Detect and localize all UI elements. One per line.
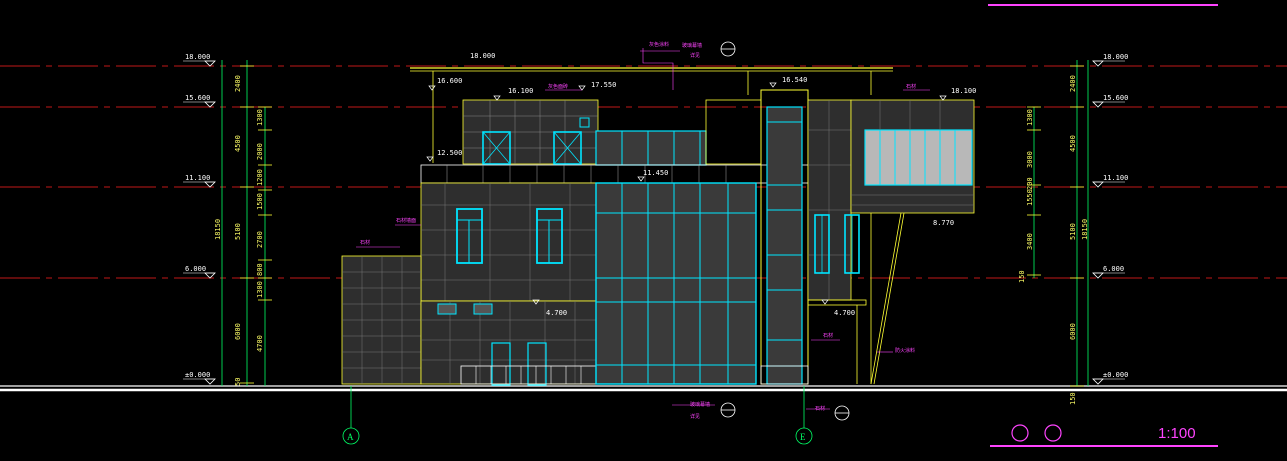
note-4: 石材 (906, 83, 916, 90)
dim-right-inner-2: 1550 (1026, 189, 1034, 206)
dim-left-inner-2: 1200 (256, 169, 264, 186)
elev-mark-9: 4.700 (546, 309, 567, 317)
title-circle-2 (1044, 424, 1062, 442)
level-left-1: 15.600 (185, 94, 210, 102)
note-3: 灰色面砖 (548, 83, 568, 90)
elev-mark-7: 11.450 (643, 169, 668, 177)
level-left-0: 18.000 (185, 53, 210, 61)
dim-left-inner-4: 2700 (256, 231, 264, 248)
dim-left-inner-7: 4700 (256, 335, 264, 352)
dim-right-inner-5: 150 (1018, 270, 1026, 283)
elev-mark-1: 18.000 (470, 52, 495, 60)
grid-axis-labels: A E (347, 432, 806, 442)
annotation-notes: 灰色涂料 玻璃幕墙 详见 灰色面砖 石材 石材墙面 石材 防火涂料 石材 玻璃幕… (360, 41, 916, 420)
mid-floor-cladding (420, 182, 597, 302)
dim-left-inner-6: 1300 (256, 281, 264, 298)
level-left-2: 11.100 (185, 174, 210, 182)
note-5: 石材墙面 (396, 217, 416, 224)
note-1: 玻璃幕墙 (682, 42, 702, 49)
dim-right-inner-1: 3000 (1026, 151, 1034, 168)
elev-mark-0: 16.600 (437, 77, 462, 85)
note-7: 防火涂料 (895, 347, 915, 354)
entrance-door-right (527, 342, 547, 386)
dim-left-inner-0: 1300 (256, 109, 264, 126)
level-right-0: 18.000 (1103, 53, 1128, 61)
elevation-marks: 16.600 18.000 16.100 17.550 16.540 18.10… (437, 52, 976, 317)
elev-mark-10: 4.700 (834, 309, 855, 317)
dimension-chain-right (1027, 60, 1089, 387)
level-labels-right: 18.000 15.600 11.100 6.000 ±0.000 (1103, 53, 1128, 379)
title-circle-1 (1011, 424, 1029, 442)
level-markers-right (1092, 60, 1125, 385)
note-0: 灰色涂料 (649, 41, 669, 48)
top-glazing (595, 130, 707, 166)
dim-right-inner-4: 3400 (1026, 233, 1034, 250)
dim-left-overall: 18150 (214, 219, 222, 240)
level-right-4: ±0.000 (1103, 371, 1128, 379)
dim-left-outer-3: 6000 (234, 323, 242, 340)
dimension-chain-left (221, 60, 272, 386)
cantilever-frosted-glazing (864, 129, 973, 186)
note-8: 石材 (823, 332, 833, 339)
dim-left-inner-1: 2000 (256, 143, 264, 160)
elev-mark-5: 18.100 (951, 87, 976, 95)
dim-right-outer-0: 2400 (1069, 75, 1077, 92)
level-left-4: ±0.000 (185, 371, 210, 379)
dim-left-inner-5: 800 (256, 263, 264, 276)
level-labels-left: 18.000 15.600 11.100 6.000 ±0.000 (185, 53, 210, 379)
dim-left-outer-4: 50 (234, 378, 242, 386)
level-left-3: 6.000 (185, 265, 206, 273)
annotation-leaders (356, 48, 930, 410)
dim-right-outer-1: 4500 (1069, 135, 1077, 152)
detail-callout-symbols (720, 41, 850, 421)
elev-mark-3: 17.550 (591, 81, 616, 89)
elev-mark-4: 16.540 (782, 76, 807, 84)
grid-axis-a: A (347, 432, 354, 442)
dim-right-outer-4: 150 (1069, 392, 1077, 405)
dim-right-inner-0: 1300 (1026, 109, 1034, 126)
entrance-door-left (491, 342, 511, 386)
elev-mark-8: 8.770 (933, 219, 954, 227)
stair-tower-glazing (766, 106, 803, 385)
note-6: 石材 (360, 239, 370, 246)
dim-right-outer-2: 5100 (1069, 223, 1077, 240)
drawing-scale: 1:100 (1158, 425, 1196, 442)
note-2: 详见 (690, 52, 700, 59)
grid-axis-e: E (800, 432, 806, 442)
note-11: 石材 (815, 405, 825, 412)
dim-right-overall: 18150 (1081, 219, 1089, 240)
parapet-band (420, 164, 812, 184)
dim-right-inner-3: 200 (1026, 177, 1034, 190)
dim-left-outer-1: 4500 (234, 135, 242, 152)
level-right-1: 15.600 (1103, 94, 1128, 102)
building-elevation (341, 67, 975, 386)
dim-left-inner-3: 1500 (256, 193, 264, 210)
dim-left-outer-0: 2400 (234, 75, 242, 92)
note-9: 玻璃幕墙 (690, 401, 710, 408)
curtain-wall (595, 182, 757, 385)
top-window-right (553, 131, 582, 165)
dimension-labels-left: 2400 4500 5100 6000 50 1300 2000 1200 15… (214, 75, 264, 386)
title-block: 1:100 (990, 424, 1218, 447)
top-window-left (482, 131, 511, 165)
elev-mark-2: 16.100 (508, 87, 533, 95)
level-markers-left (183, 60, 216, 385)
elevation-mark-symbols (426, 82, 947, 305)
level-right-3: 6.000 (1103, 265, 1124, 273)
note-10: 详见 (690, 413, 700, 420)
dimension-labels-right: 2400 4500 5100 6000 150 1300 3000 1550 2… (1018, 75, 1089, 405)
dim-left-outer-2: 5100 (234, 223, 242, 240)
grid-axes (342, 386, 813, 445)
level-right-2: 11.100 (1103, 174, 1128, 182)
elev-mark-6: 12.500 (437, 149, 462, 157)
dim-right-outer-3: 6000 (1069, 323, 1077, 340)
